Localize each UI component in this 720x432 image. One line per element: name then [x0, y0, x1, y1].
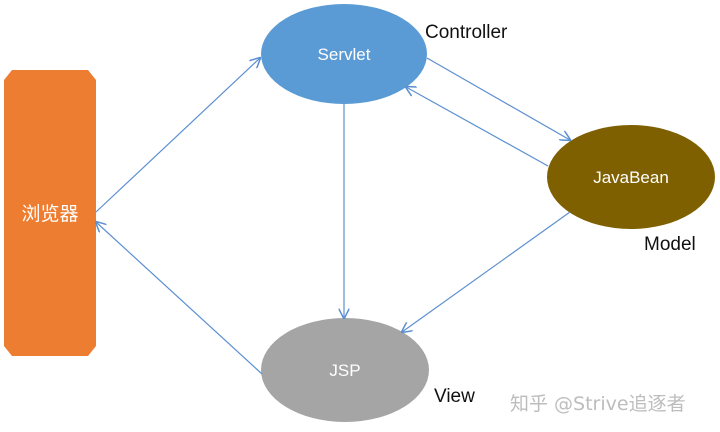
browser-shape	[4, 70, 96, 356]
arrow-servlet-to-javabean	[426, 57, 570, 140]
javabean-shape	[547, 125, 715, 229]
watermark-text: 知乎 @Strive追逐者	[510, 393, 686, 415]
servlet-shape	[261, 4, 427, 104]
javabean-node: JavaBean	[547, 125, 715, 229]
servlet-label: Servlet	[318, 45, 371, 64]
jsp-shape	[261, 318, 429, 422]
javabean-label: JavaBean	[593, 168, 669, 187]
jsp-label: JSP	[329, 361, 360, 380]
servlet-node: Servlet	[261, 4, 427, 104]
arrow-javabean-to-jsp	[402, 211, 571, 332]
browser-label: 浏览器	[21, 203, 78, 225]
jsp-node: JSP	[261, 318, 429, 422]
model-label: Model	[644, 234, 696, 255]
arrow-javabean-to-servlet	[406, 87, 549, 167]
browser-node: 浏览器	[4, 70, 96, 356]
controller-label: Controller	[425, 22, 508, 43]
arrow-browser-to-servlet	[95, 58, 260, 213]
view-label: View	[434, 386, 475, 407]
arrow-jsp-to-browser	[96, 222, 263, 375]
